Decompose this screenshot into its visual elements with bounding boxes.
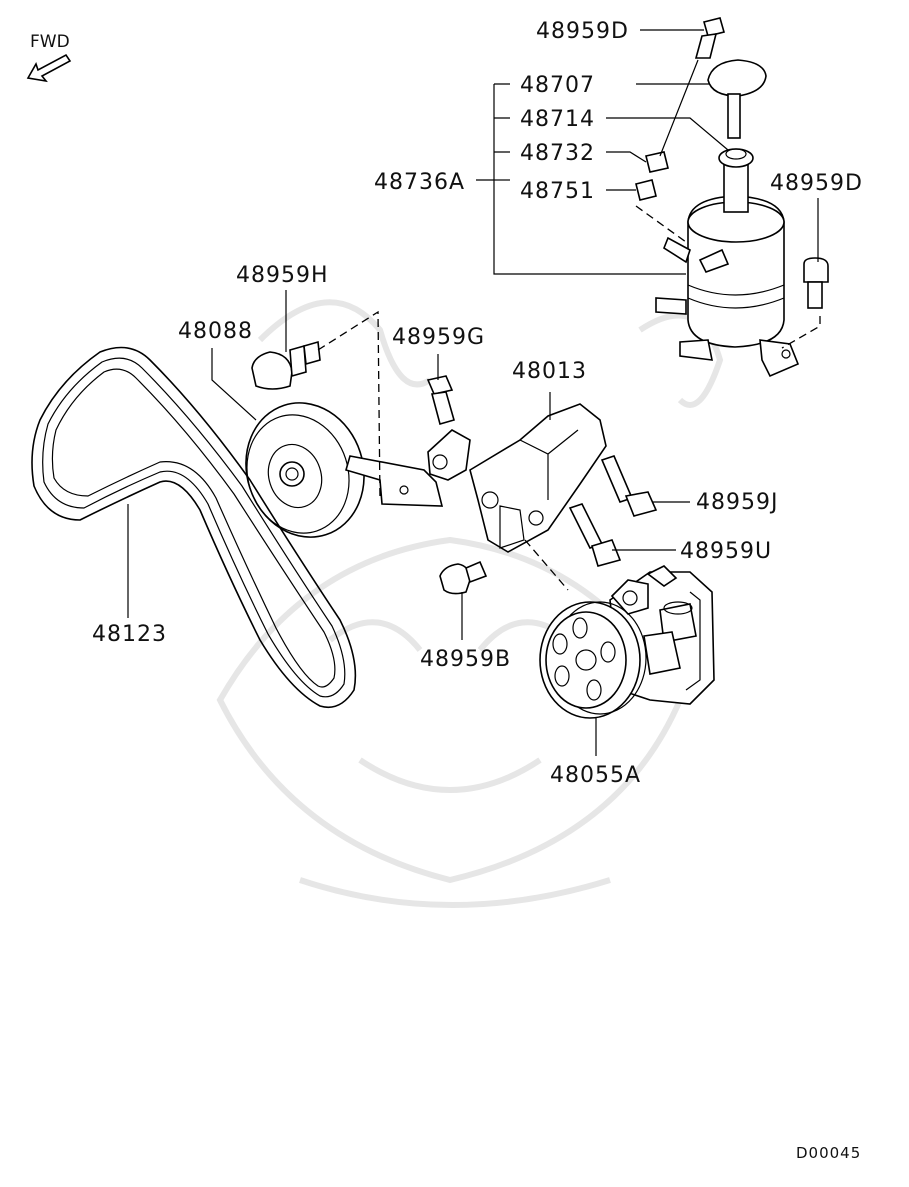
label-hose-clip: 48751 xyxy=(520,179,595,204)
label-pump-bracket: 48013 xyxy=(512,359,587,384)
label-idler-pulley: 48088 xyxy=(178,319,253,344)
reservoir-tank xyxy=(655,148,800,378)
label-bolt-u: 48959U xyxy=(680,539,772,564)
label-bolt-j: 48959J xyxy=(696,490,778,515)
label-v-belt: 48123 xyxy=(92,622,167,647)
label-reservoir-assy: 48736A xyxy=(374,170,465,195)
label-cap-gasket: 48714 xyxy=(520,107,595,132)
idler-bolt xyxy=(251,340,321,390)
fwd-label: FWD xyxy=(30,32,70,52)
label-bolt-top: 48959D xyxy=(536,19,629,44)
diagram-code: D00045 xyxy=(796,1144,861,1162)
right-bolt xyxy=(803,257,829,309)
label-oil-pump: 48055A xyxy=(550,763,641,788)
bolt-b xyxy=(439,560,488,595)
grommet-and-clip xyxy=(635,151,669,201)
alignment-lines xyxy=(317,205,821,591)
label-bolt-bracket: 48959G xyxy=(392,325,485,350)
oil-pump xyxy=(539,565,715,719)
bolt-j xyxy=(600,455,658,517)
reservoir-cap xyxy=(707,59,767,139)
bolt-u xyxy=(568,503,622,567)
part-labels: 48959D 48707 48714 48732 48736A 48751 48… xyxy=(92,19,863,788)
fwd-indicator: FWD xyxy=(26,32,72,83)
top-bolt xyxy=(694,17,725,59)
idler-pulley xyxy=(245,402,365,538)
label-bolt-idler: 48959H xyxy=(236,263,329,288)
leader-lines xyxy=(127,29,819,756)
label-bolt-right: 48959D xyxy=(770,171,863,196)
bracket-bolt xyxy=(426,375,455,425)
label-grommet: 48732 xyxy=(520,141,595,166)
label-reservoir-cap: 48707 xyxy=(520,73,595,98)
label-bolt-b: 48959B xyxy=(420,647,511,672)
fwd-arrow-icon xyxy=(26,53,72,83)
pump-bracket xyxy=(427,403,607,553)
idler-bracket xyxy=(345,455,444,507)
v-belt xyxy=(31,346,357,709)
